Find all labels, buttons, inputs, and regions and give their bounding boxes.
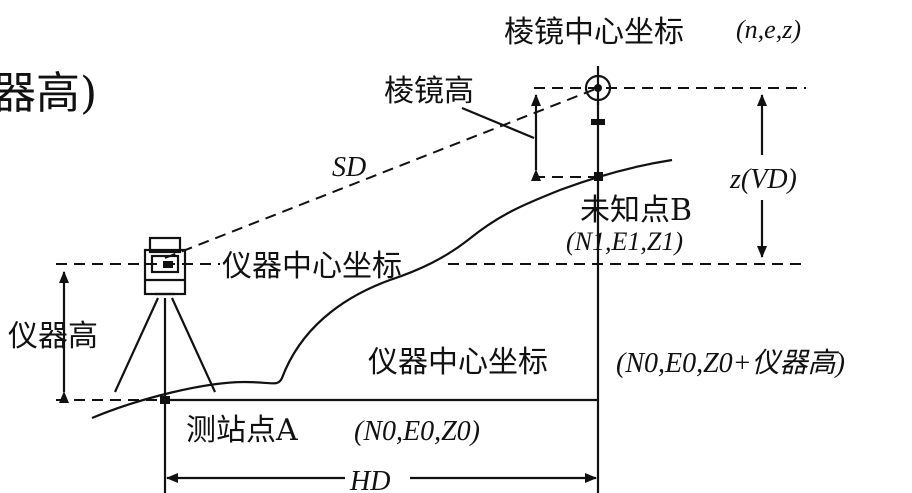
prism-coord-label: 棱镜中心坐标: [504, 15, 684, 50]
tripod: [113, 297, 217, 493]
hd-label: HD: [349, 466, 390, 493]
instrument-icon: [143, 236, 187, 296]
prism-coord-value: (n,e,z): [736, 15, 801, 44]
unknown-point-label: 未知点B: [580, 193, 692, 228]
prism-height-leader: [461, 106, 535, 140]
sd-slant-dash: [164, 87, 599, 259]
instrument-center-upper-label: 仪器中心坐标: [222, 249, 402, 284]
ground-profile: [91, 158, 673, 420]
instrument-height-label: 仪器高: [8, 319, 98, 354]
lower-coord-value: (N0,E0,Z0+仪器高): [616, 348, 845, 379]
edge-fragment-text: 器高): [0, 68, 97, 119]
sd-label: SD: [332, 152, 366, 183]
prism-height-label: 棱镜高: [384, 74, 474, 109]
station-label: 测站点A: [186, 413, 298, 448]
unknown-point-coord: (N1,E1,Z1): [566, 227, 683, 256]
station-coord: (N0,E0,Z0): [354, 416, 480, 447]
vd-label: z(VD): [729, 164, 797, 195]
instrument-center-lower-label: 仪器中心坐标: [368, 345, 548, 380]
